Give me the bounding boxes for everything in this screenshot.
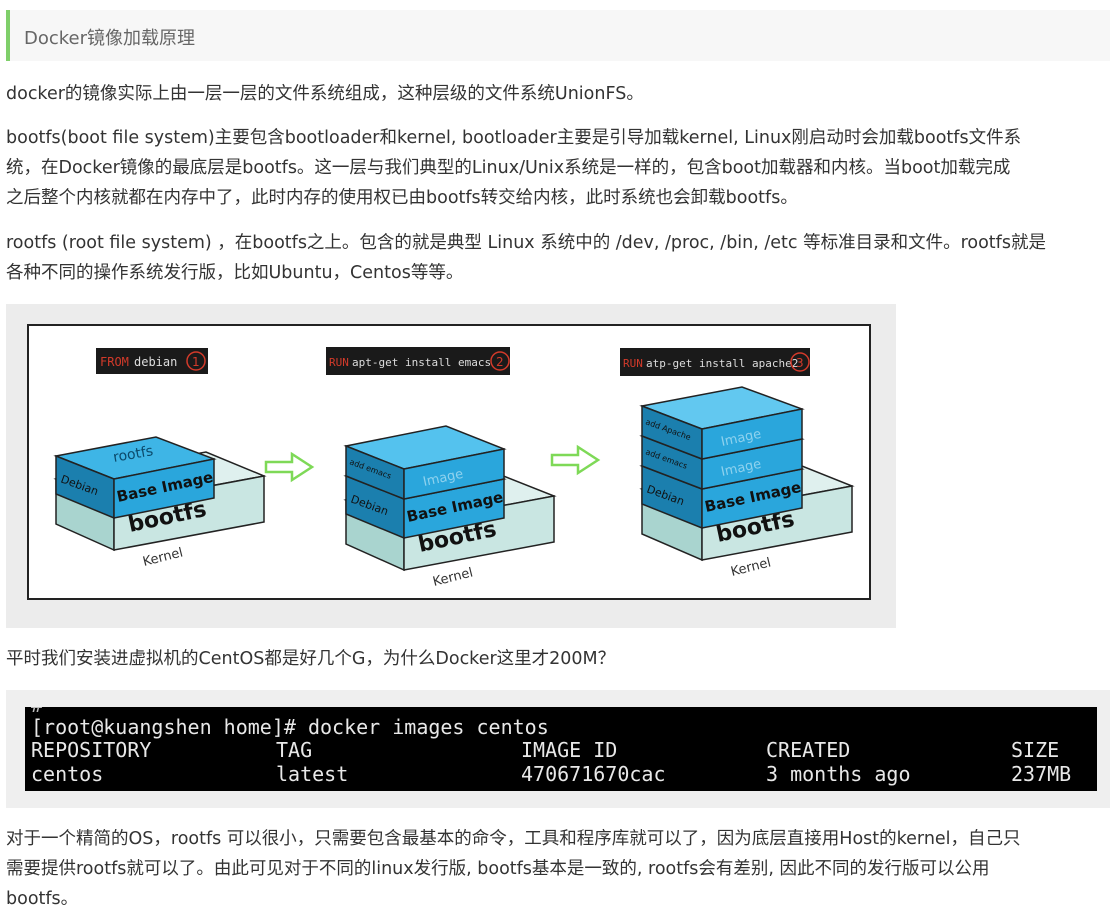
apache-layer-front [701,408,803,460]
step-number: 1 [192,355,200,369]
arrow-icon [264,451,315,483]
header-created: CREATED [766,738,851,762]
step-command: apt-get install emacs [352,356,491,369]
cell-tag: latest [276,762,349,786]
terminal-screenshot: # [root@kuangshen home]# docker images c… [6,690,1110,808]
paragraph-minimal-os: 对于一个精简的OS，rootfs 可以很小，只需要包含最基本的命令，工具和程序库… [6,824,1110,914]
step-label-box [620,348,810,376]
stage-2: RUN apt-get install emacs 2 bootfs Kerne… [326,347,557,590]
paragraph-line: 平时我们安装进虚拟机的CentOS都是好几个G，为什么Docker这里才200M… [6,649,616,669]
paragraph-line: 各种不同的操作系统发行版，比如Ubuntu，Centos等等。 [6,263,464,283]
step-number-circle [186,351,206,371]
rootfs-label: rootfs [112,443,154,466]
terminal-cursor-line [309,785,393,791]
header-repository: REPOSITORY [31,738,152,762]
layers-diagram-svg: FROM debian 1 bootfs Kernel rootfs Base … [27,324,871,600]
paragraph-line: docker的镜像实际上由一层一层的文件系统组成，这种层级的文件系统UnionF… [6,84,644,104]
paragraph-rootfs: rootfs (root file system) ，在bootfs之上。包含的… [6,228,1110,288]
arrow-icon [550,444,601,476]
emacs-layer-front [403,448,505,500]
terminal-window: # [root@kuangshen home]# docker images c… [25,707,1097,791]
stage-3: RUN atp-get install apache2 3 bootfs Ker… [620,348,855,580]
section-heading: Docker镜像加载原理 [6,10,1110,61]
terminal-data-row: centos latest 470671670cac 3 months ago … [31,762,1091,786]
header-tag: TAG [276,738,313,762]
section-heading-text: Docker镜像加载原理 [24,28,196,49]
step-number-circle [790,352,810,372]
cell-created: 3 months ago [766,762,911,786]
cell-repository: centos [31,762,104,786]
cell-size: 237MB [1011,762,1072,786]
paragraph-line: 之后整个内核就都在内存中了，此时内存的使用权已由bootfs转交给内核，此时系统… [6,188,798,208]
header-size: SIZE [1011,738,1060,762]
step-label-box [96,348,208,374]
paragraph-bootfs: bootfs(boot file system)主要包含bootloader和k… [6,123,1110,213]
paragraph-question: 平时我们安装进虚拟机的CentOS都是好几个G，为什么Docker这里才200M… [6,644,1110,674]
paragraph-line: 统，在Docker镜像的最底层是bootfs。这一层与我们典型的Linux/Un… [6,158,1011,178]
terminal-header-row: REPOSITORY TAG IMAGE ID CREATED SIZE [31,738,1091,762]
step-keyword: RUN [329,356,349,369]
step-number: 3 [796,356,804,370]
paragraph-line: 需要提供rootfs就可以了。由此可见对于不同的linux发行版, bootfs… [6,859,990,879]
step-command: debian [134,355,177,369]
header-image-id: IMAGE ID [521,738,618,762]
paragraph-unionfs: docker的镜像实际上由一层一层的文件系统组成，这种层级的文件系统UnionF… [6,79,1110,109]
step-label-box [326,347,510,375]
step-keyword: RUN [623,357,643,370]
stage-1: FROM debian 1 bootfs Kernel rootfs Base … [53,348,267,570]
cell-image-id: 470671670cac [521,762,666,786]
base-image-front [113,458,215,519]
terminal-clipped-line: # [31,707,43,717]
paragraph-line: bootfs(boot file system)主要包含bootloader和k… [6,128,1022,148]
step-keyword: FROM [100,355,129,369]
image-layers-diagram: FROM debian 1 bootfs Kernel rootfs Base … [6,304,896,628]
paragraph-line: bootfs。 [6,889,79,909]
step-number: 2 [496,355,504,369]
step-number-circle [490,351,510,371]
step-command: atp-get install apache2 [646,357,798,370]
paragraph-line: rootfs (root file system) ，在bootfs之上。包含的… [6,233,1046,253]
terminal-prompt-line: [root@kuangshen home]# docker images cen… [31,715,549,739]
paragraph-line: 对于一个精简的OS，rootfs 可以很小，只需要包含最基本的命令，工具和程序库… [6,829,1021,849]
